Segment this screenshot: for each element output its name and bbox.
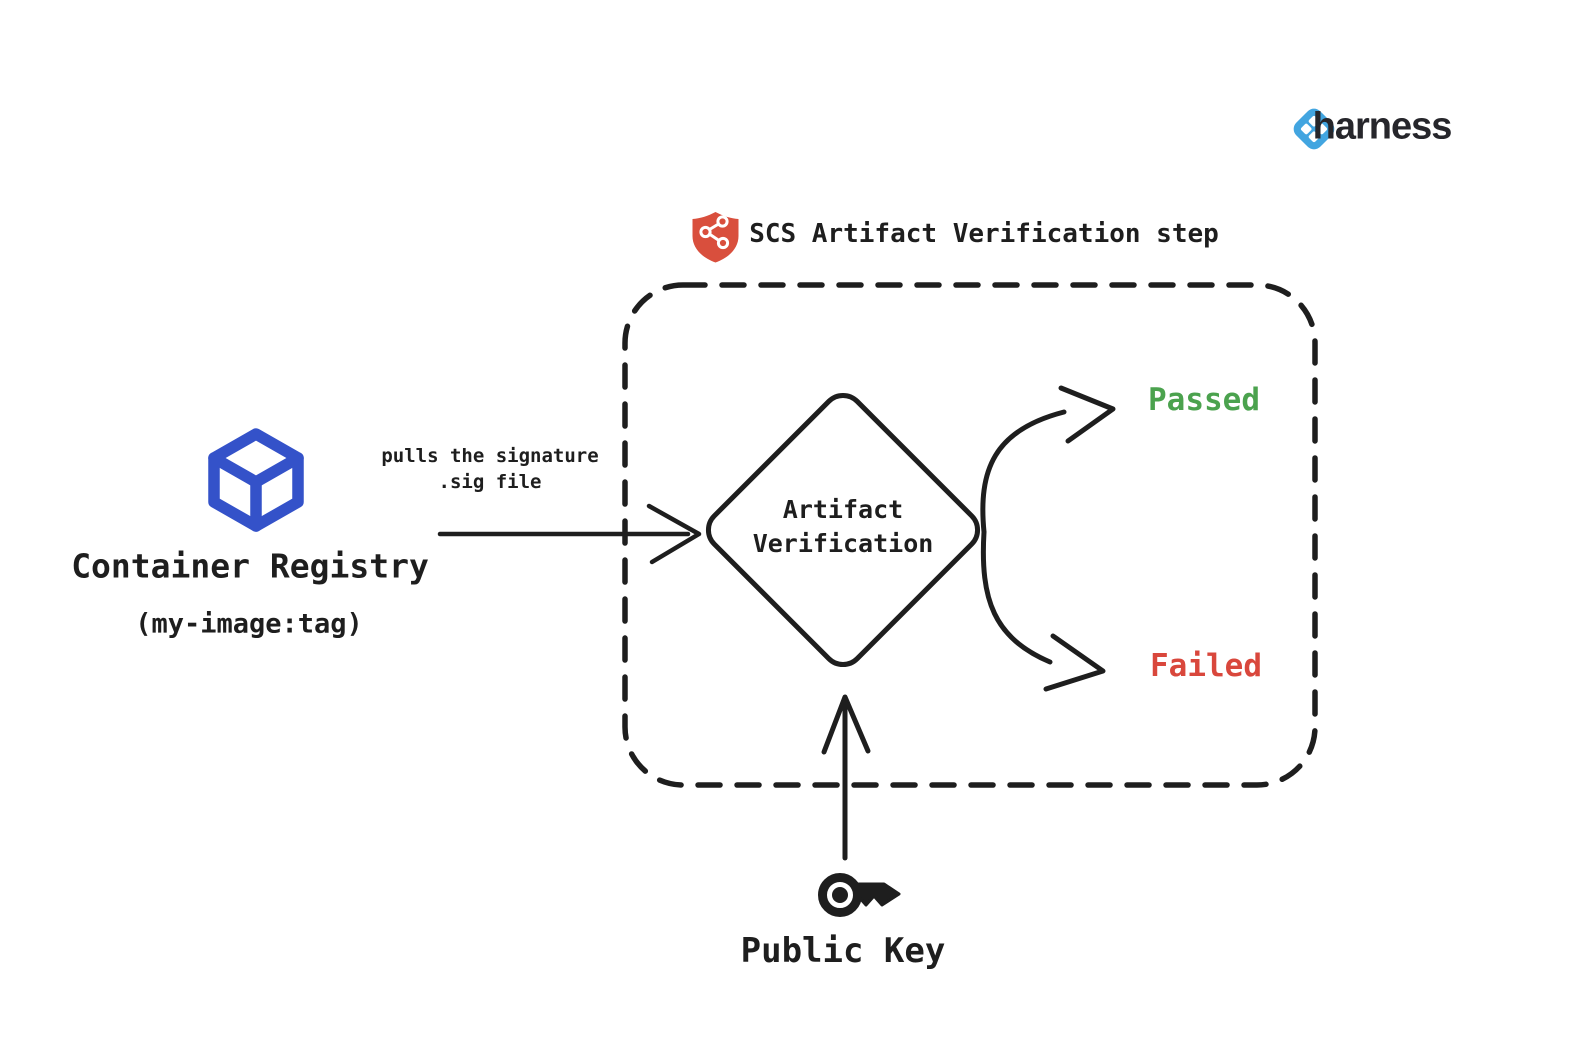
public-key-label: Public Key [740,931,946,971]
decision-label: Artifact Verification [753,493,934,561]
step-title: SCS Artifact Verification step [749,219,1219,249]
public-key-arrow [821,694,871,861]
harness-logo-icon [1293,108,1335,150]
brand-wordmark: harness [1312,105,1453,148]
pull-arrow-label: pulls the signature .sig file [381,443,598,495]
decision-label-line1: Artifact [782,495,904,524]
failed-arrow [980,529,1106,692]
pull-arrow-label-line1: pulls the signature [381,445,599,467]
decision-label-line2: Verification [752,529,934,558]
key-icon [818,873,901,917]
shield-supply-chain-icon [692,212,739,263]
outcome-failed-label: Failed [1150,648,1262,684]
pull-arrow [437,503,702,565]
pull-arrow-label-line2: .sig file [438,471,542,493]
registry-label: Container Registry [71,546,429,586]
decision-diamond [705,392,981,668]
registry-sublabel: (my-image:tag) [135,608,363,640]
container-cube-icon [208,428,304,532]
passed-arrow [980,385,1116,535]
outcome-passed-label: Passed [1148,382,1260,418]
